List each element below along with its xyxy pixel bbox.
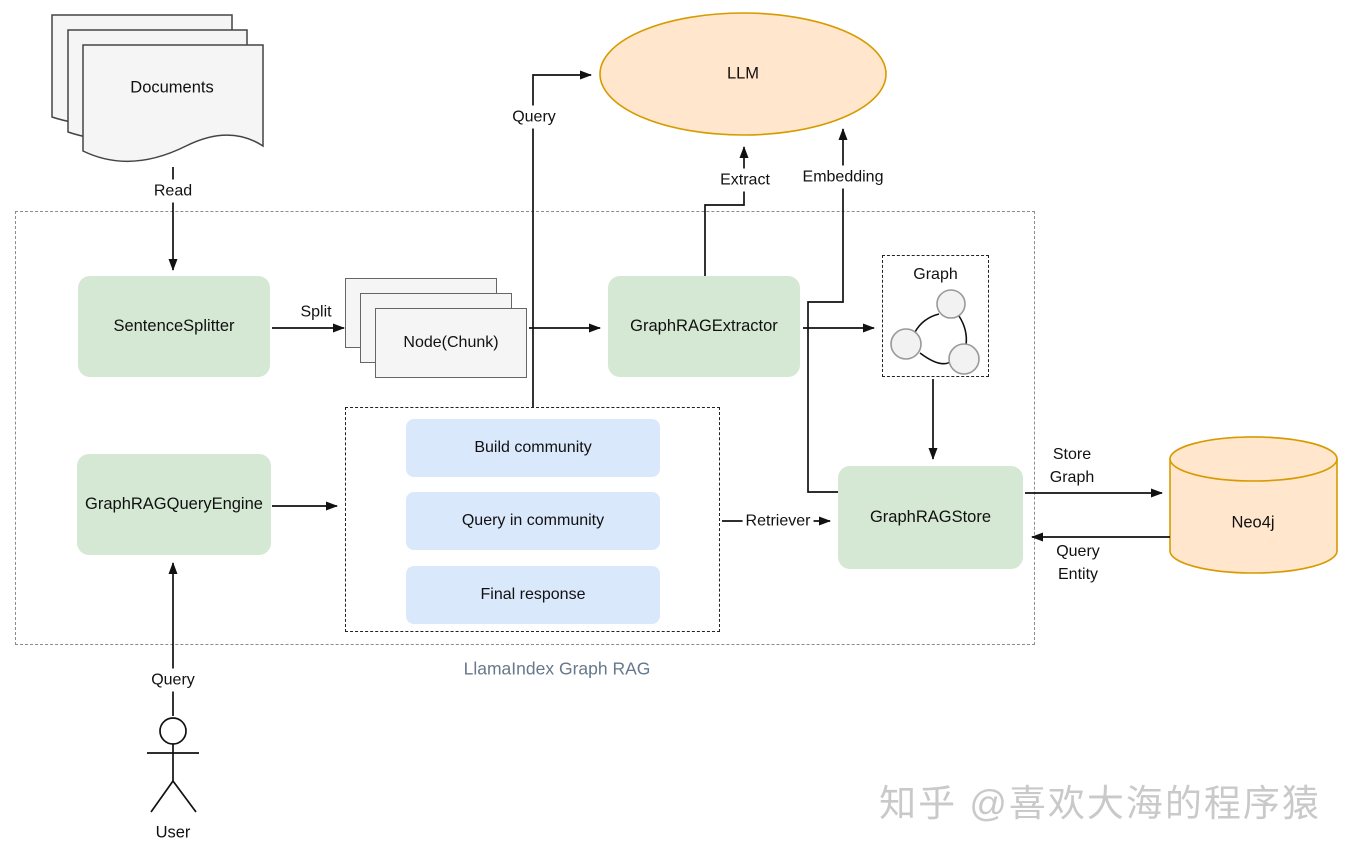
embedding-arrow xyxy=(807,128,848,493)
edge-label-read: Read xyxy=(150,179,196,203)
graphrag-extractor-node: GraphRAGExtractor xyxy=(608,276,800,377)
build-community-step: Build community xyxy=(406,419,660,477)
graphrag-store-label: GraphRAGStore xyxy=(869,508,992,526)
query-entity-line2: Entity xyxy=(1057,566,1099,583)
documents-label: Documents xyxy=(130,78,214,97)
final-response-label: Final response xyxy=(480,586,586,603)
query-in-community-label: Query in community xyxy=(461,512,605,529)
build-community-label: Build community xyxy=(474,439,592,456)
sentence-splitter-label: SentenceSplitter xyxy=(113,317,235,335)
query-in-community-step: Query in community xyxy=(406,492,660,550)
neo4j-label: Neo4j xyxy=(1231,513,1275,532)
edge-label-store-graph: Store Graph xyxy=(1046,443,1098,489)
query-entity-line1: Query xyxy=(1056,543,1100,560)
user-label: User xyxy=(155,823,191,842)
edge-label-extract: Extract xyxy=(717,168,773,192)
user-icon xyxy=(147,717,199,813)
graphrag-query-engine-label: GraphRAGQueryEngine xyxy=(85,495,263,513)
graphrag-store-node: GraphRAGStore xyxy=(838,466,1023,569)
community-steps-box xyxy=(345,407,720,632)
store-graph-line1: Store xyxy=(1052,446,1092,463)
llm-label: LLM xyxy=(726,64,760,83)
store-graph-line2: Graph xyxy=(1049,469,1095,486)
edge-label-split: Split xyxy=(297,300,335,324)
graph-box: Graph xyxy=(882,255,989,377)
container-caption: LlamaIndex Graph RAG xyxy=(463,658,651,679)
node-chunk-front: Node(Chunk) xyxy=(375,308,527,378)
final-response-step: Final response xyxy=(406,566,660,624)
graphrag-extractor-label: GraphRAGExtractor xyxy=(630,317,778,335)
graph-label: Graph xyxy=(913,266,958,283)
node-chunk-label: Node(Chunk) xyxy=(403,334,499,351)
llamaindex-graph-rag-container xyxy=(15,211,1035,645)
edge-label-embedding: Embedding xyxy=(799,165,887,189)
watermark-text: 知乎 @喜欢大海的程序猿 xyxy=(879,783,1321,824)
documents-icon xyxy=(51,14,264,163)
edge-label-query-entity: Query Entity xyxy=(1053,540,1103,586)
extract-arrow xyxy=(704,146,749,276)
edge-label-query-to-llm: Query xyxy=(509,105,559,129)
neo4j-cylinder xyxy=(1169,436,1338,574)
query-to-llm-arrow xyxy=(532,70,592,407)
edge-label-user-query: Query xyxy=(148,668,198,692)
graphrag-query-engine-node: GraphRAGQueryEngine xyxy=(77,454,271,555)
llm-ellipse xyxy=(599,12,887,136)
sentence-splitter-node: SentenceSplitter xyxy=(78,276,270,377)
edge-label-retriever: Retriever xyxy=(742,509,814,533)
graph-network-icon xyxy=(890,289,980,375)
